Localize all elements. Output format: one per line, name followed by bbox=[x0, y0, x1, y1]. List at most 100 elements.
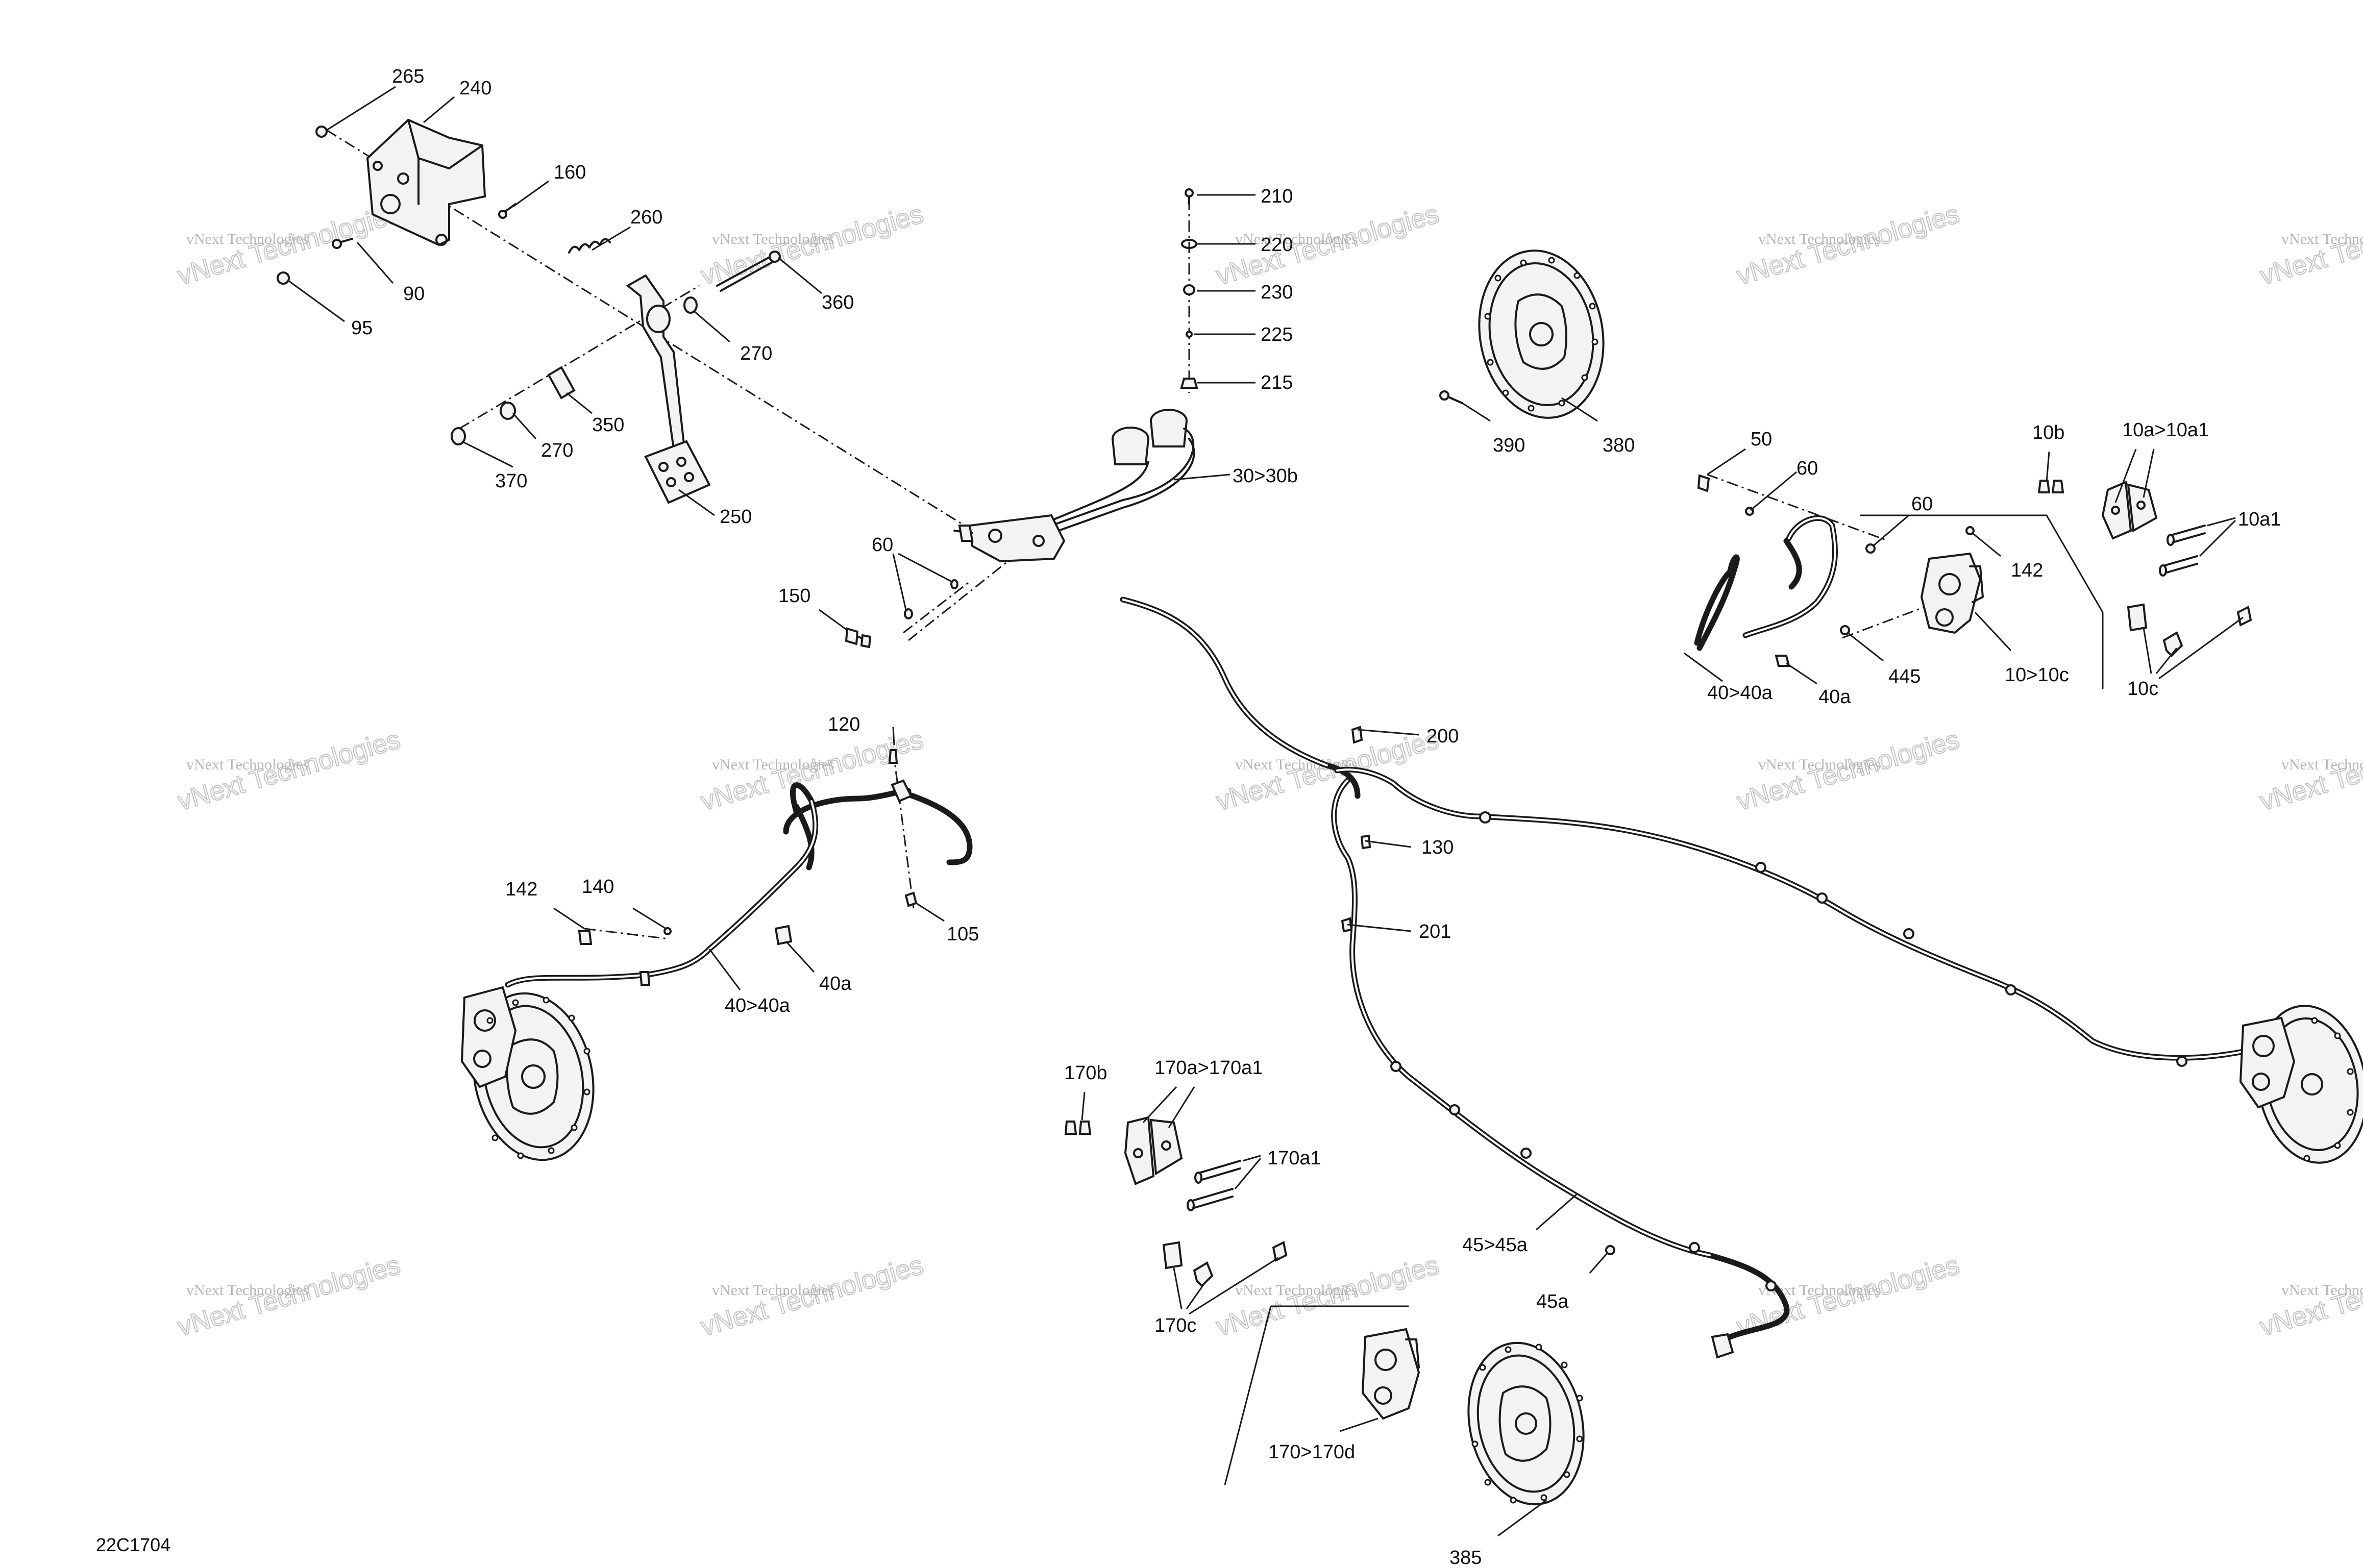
callout-95: 95 bbox=[351, 317, 373, 339]
bushing-270-lower bbox=[500, 402, 516, 420]
bushing-270-upper bbox=[683, 296, 698, 314]
group-brackets bbox=[1224, 514, 2104, 1485]
callout-10c: 10c bbox=[2127, 678, 2158, 700]
callout-40a-right: 40a bbox=[1818, 686, 1851, 708]
callout-140: 140 bbox=[582, 876, 614, 898]
callout-390: 390 bbox=[1493, 435, 1525, 456]
caliper-rear-right bbox=[2239, 1016, 2296, 1109]
callout-130: 130 bbox=[1421, 837, 1454, 858]
watermark-text: vNext Technologies bbox=[186, 1282, 309, 1299]
screw-390 bbox=[1439, 390, 1463, 404]
callout-10a-10a1: 10a>10a1 bbox=[2122, 419, 2209, 441]
callout-40a-left: 40a bbox=[819, 973, 852, 994]
callout-120: 120 bbox=[828, 714, 860, 735]
callout-45-45a: 45>45a bbox=[1462, 1234, 1528, 1256]
callout-230: 230 bbox=[1261, 282, 1293, 303]
callout-370: 370 bbox=[495, 470, 527, 492]
callout-350: 350 bbox=[592, 414, 624, 436]
watermark-text: vNext Technologies bbox=[2281, 756, 2363, 773]
caliper-170 bbox=[1361, 1328, 1420, 1420]
callout-380: 380 bbox=[1603, 435, 1635, 456]
spring-260 bbox=[568, 238, 611, 254]
callout-201: 201 bbox=[1419, 921, 1451, 942]
callout-10-10c: 10>10c bbox=[2005, 664, 2069, 686]
callout-170-170d: 170>170d bbox=[1268, 1441, 1355, 1463]
watermark-text: vNext Technologies bbox=[712, 231, 834, 247]
pad-kit-170a bbox=[1124, 1116, 1241, 1211]
callout-150: 150 bbox=[778, 585, 810, 607]
callout-220: 220 bbox=[1261, 234, 1293, 256]
caliper-fasteners-right bbox=[1697, 474, 1975, 667]
callout-170a-170a1: 170a>170a1 bbox=[1154, 1057, 1263, 1079]
callout-105: 105 bbox=[947, 924, 979, 945]
watermark-text: vNext Technologies bbox=[2281, 231, 2363, 247]
brake-hose-40-right bbox=[1694, 515, 1838, 651]
callout-250: 250 bbox=[720, 506, 752, 528]
caliper-10-right bbox=[1920, 552, 1984, 634]
callout-170c: 170c bbox=[1154, 1315, 1196, 1336]
callout-445: 445 bbox=[1888, 666, 1921, 687]
disc-vent-holes bbox=[486, 257, 2354, 1504]
brake-disc-385 bbox=[1467, 1341, 1585, 1506]
callout-270-lower: 270 bbox=[541, 440, 573, 461]
watermark-text: vNext Technologies bbox=[1235, 1282, 1358, 1299]
callout-170a1: 170a1 bbox=[1267, 1148, 1321, 1169]
callout-360: 360 bbox=[822, 292, 854, 313]
callout-240: 240 bbox=[459, 78, 491, 99]
screw-90 bbox=[332, 238, 353, 249]
callout-40-40a-right: 40>40a bbox=[1707, 682, 1773, 704]
brake-line-main bbox=[1120, 596, 2249, 1355]
watermark-text: vNext Technologies bbox=[712, 1282, 834, 1299]
pad-kit-10a-right bbox=[2101, 481, 2206, 577]
callout-265: 265 bbox=[392, 66, 424, 87]
callout-45a: 45a bbox=[1536, 1291, 1569, 1312]
pedal-bracket bbox=[366, 118, 486, 246]
bolt-360 bbox=[716, 251, 781, 292]
watermark-text: vNext Technologies bbox=[1758, 756, 1881, 773]
callout-270-upper: 270 bbox=[740, 343, 772, 364]
callout-225: 225 bbox=[1261, 324, 1293, 345]
callout-210: 210 bbox=[1261, 186, 1293, 207]
sleeve-350 bbox=[547, 366, 576, 400]
watermark-text: vNext Technologies bbox=[712, 756, 834, 773]
reservoir-fasteners bbox=[1180, 188, 1198, 389]
watermark-text: vNext Technologies bbox=[2281, 1282, 2363, 1299]
watermarks: vNext Technologies vNext Technologies vN… bbox=[174, 198, 2363, 1342]
assembly-axes bbox=[326, 129, 1965, 940]
caliper-hardware-170b-170c bbox=[1064, 1121, 1288, 1287]
callout-60-right-a: 60 bbox=[1796, 458, 1818, 479]
brake-disc-380 bbox=[1478, 250, 1605, 419]
nut-370 bbox=[451, 427, 466, 445]
callout-200: 200 bbox=[1426, 726, 1459, 747]
watermark-text: vNext Technologies bbox=[186, 756, 309, 773]
hose-clips bbox=[1341, 726, 2187, 1359]
bolt-150 bbox=[845, 627, 872, 649]
callout-160: 160 bbox=[554, 162, 586, 183]
callout-90: 90 bbox=[403, 283, 425, 305]
callout-60-center: 60 bbox=[872, 534, 893, 556]
brake-pedal-250 bbox=[626, 274, 711, 504]
callout-170b: 170b bbox=[1064, 1062, 1107, 1084]
callout-10a1: 10a1 bbox=[2238, 509, 2281, 530]
callout-40-40a-left: 40>40a bbox=[725, 995, 791, 1016]
nut-95 bbox=[277, 271, 290, 285]
washer-60-pair bbox=[904, 579, 958, 619]
callout-60-right-b: 60 bbox=[1911, 493, 1933, 515]
watermark-text: vNext Technologies bbox=[186, 231, 309, 247]
watermark-text: vNext Technologies bbox=[1235, 231, 1358, 247]
caliper-front-left bbox=[460, 986, 517, 1088]
watermark-text: vNext Technologies bbox=[1758, 231, 1881, 247]
callout-142-left: 142 bbox=[505, 879, 537, 900]
pin-265 bbox=[315, 126, 328, 138]
callout-385: 385 bbox=[1449, 1547, 1482, 1568]
callout-30-30b: 30>30b bbox=[1233, 465, 1298, 487]
hose-fittings-left bbox=[578, 749, 918, 986]
callout-142-right: 142 bbox=[2011, 560, 2043, 581]
brake-hose-40-left bbox=[505, 782, 973, 988]
leader-lines bbox=[288, 86, 2244, 1537]
callout-215: 215 bbox=[1261, 372, 1293, 393]
document-code: 22C1704 bbox=[96, 1534, 170, 1555]
callout-260: 260 bbox=[630, 207, 662, 228]
